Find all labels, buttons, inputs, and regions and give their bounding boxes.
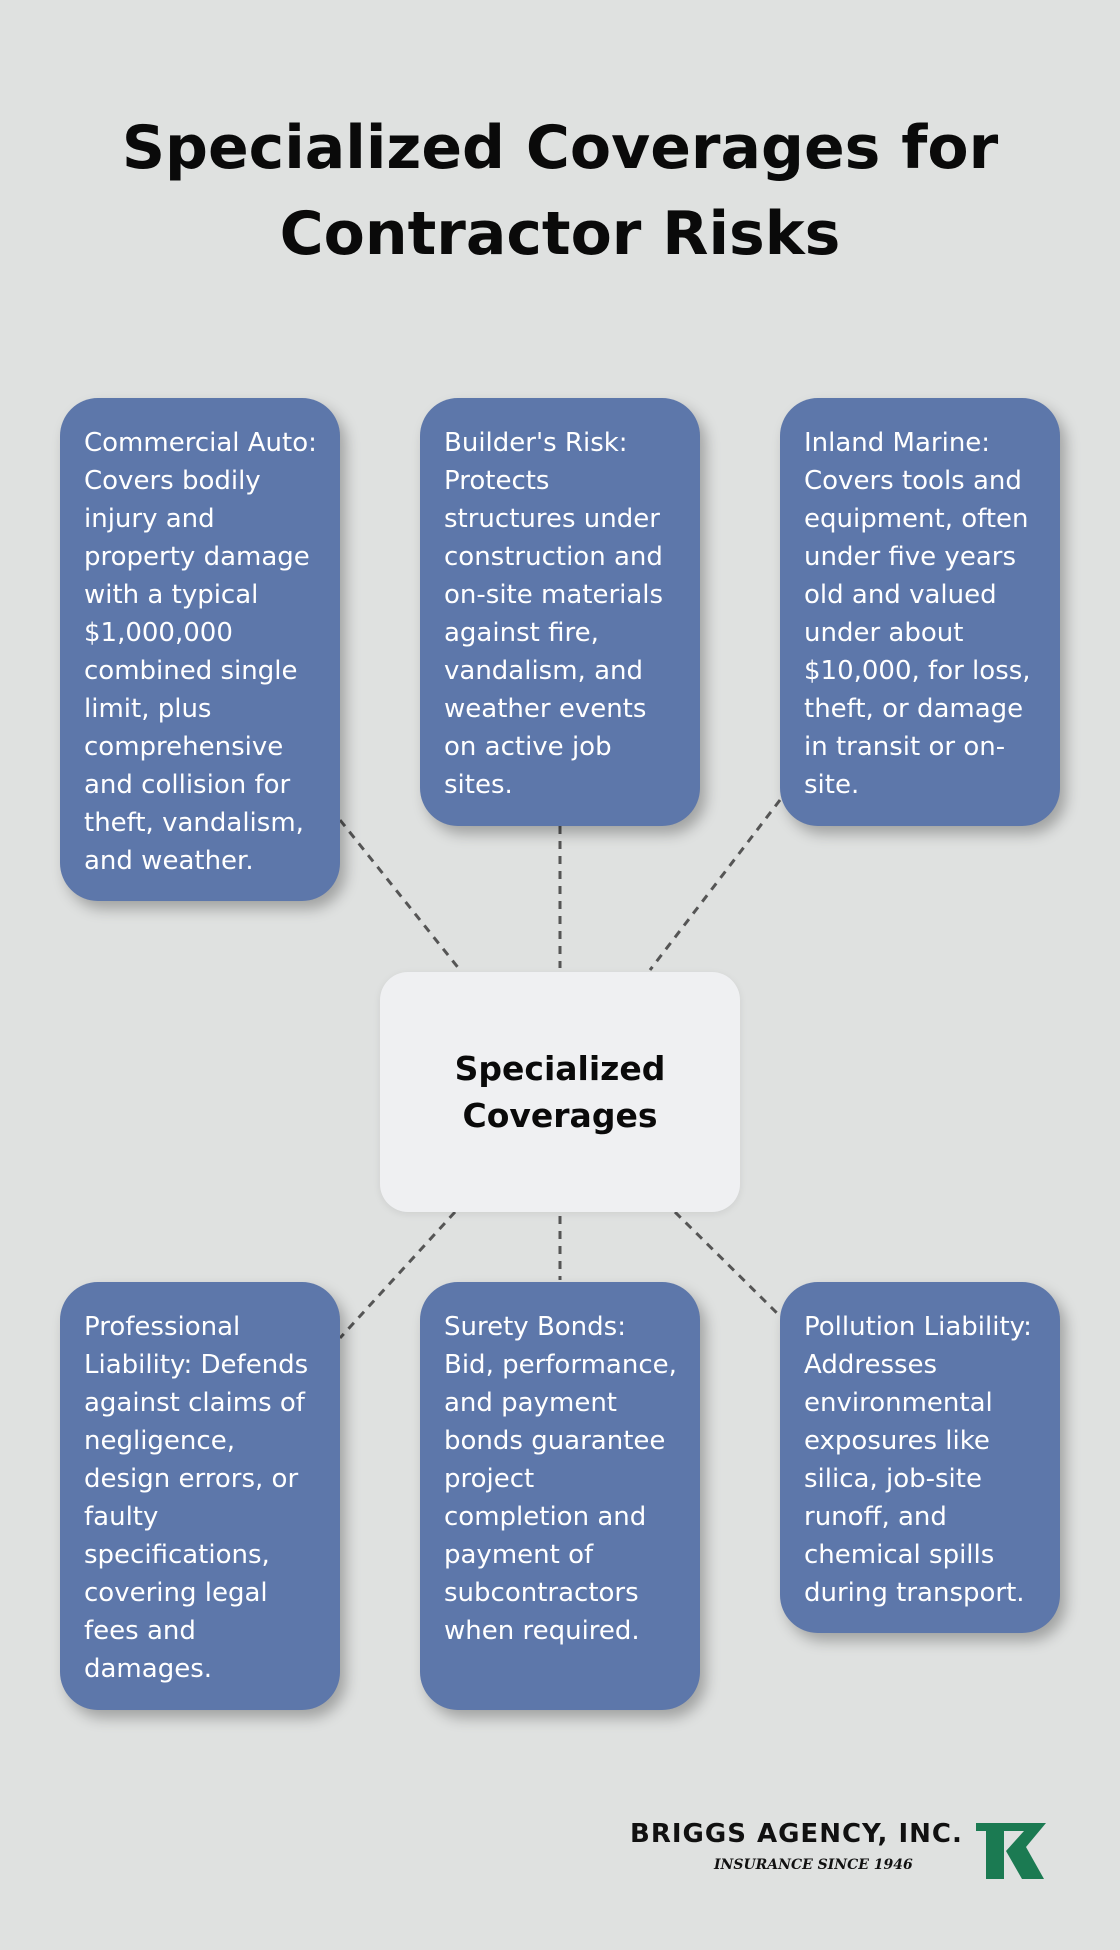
card-professional-liability: Professional Liability: Defends against … [60,1282,340,1710]
card-surety-bonds: Surety Bonds: Bid, performance, and paym… [420,1282,700,1710]
connector-inland-marine [648,799,782,971]
card-pollution-liability: Pollution Liability: Addresses environme… [780,1282,1060,1633]
page-title: Specialized Coverages for Contractor Ris… [121,113,999,269]
connector-pollution-liability [673,1210,784,1320]
logo-mark-icon [976,1823,1046,1879]
center-label: Specialized Coverages [454,1049,666,1135]
card-inland-marine: Inland Marine: Covers tools and equipmen… [780,398,1060,826]
connector-commercial-auto [338,819,462,971]
connector-professional-liability [338,1210,457,1340]
logo-tagline: INSURANCE SINCE 1946 [714,1857,913,1873]
company-logo: BRIGGS AGENCY, INC. INSURANCE SINCE 1946 [630,1815,1050,1885]
logo-company-name: BRIGGS AGENCY, INC. [630,1819,963,1849]
card-builders-risk: Builder's Risk: Protects structures unde… [420,398,700,826]
center-node: Specialized Coverages [380,972,740,1212]
card-commercial-auto: Commercial Auto: Covers bodily injury an… [60,398,340,901]
